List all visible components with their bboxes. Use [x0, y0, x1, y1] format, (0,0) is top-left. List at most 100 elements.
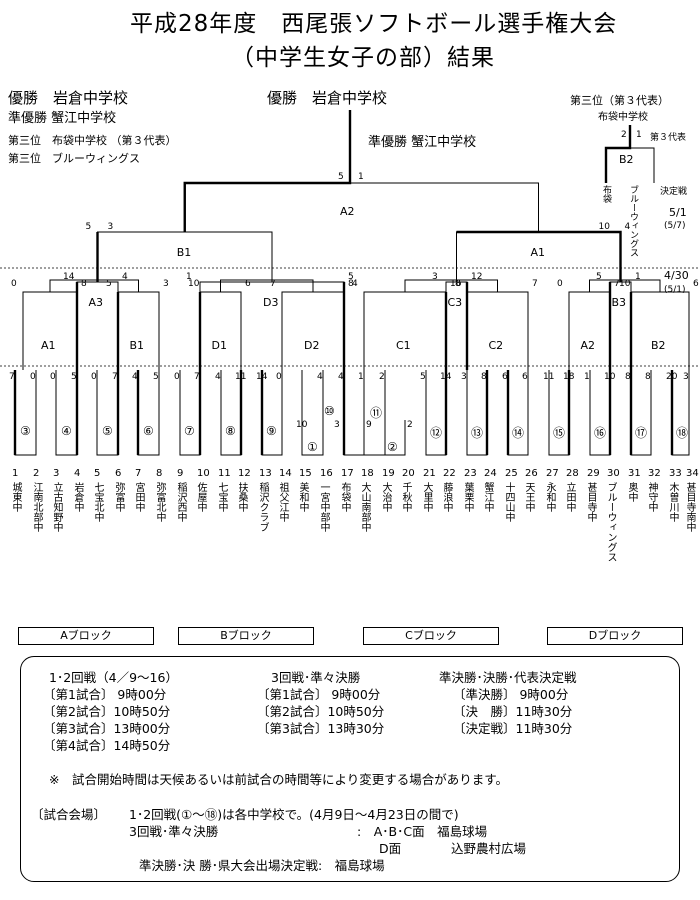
winner-center: 優勝 岩倉中学校 [267, 89, 388, 107]
team-number: 18 [361, 468, 374, 479]
team-number: 17 [341, 468, 354, 479]
r3-label: A2 [580, 339, 596, 352]
team-number: 23 [464, 468, 477, 479]
page-subtitle: （中学生女子の部）結果 [231, 45, 495, 71]
team-name: 弥富中 [113, 482, 124, 512]
r1-score: 11 [235, 372, 247, 382]
match-number: ⑬ [471, 426, 484, 440]
r1-score: 0 [174, 372, 180, 382]
r1-match [384, 420, 406, 456]
sched-col1-row: 〔第1試合〕 9時00分 [43, 687, 167, 702]
team-number: 30 [607, 468, 620, 479]
block-c-label: Cブロック [363, 627, 499, 645]
venue-4: 準決勝･決 勝･県大会出場決定戦: 福島球場 [139, 858, 385, 873]
third-team-b: ブルーウィングス [628, 185, 638, 257]
r1-score: 3 [461, 372, 467, 382]
r1-score: 3 [683, 372, 689, 382]
qf-score-left: 1 [186, 272, 192, 282]
semi-score-right: 4 [624, 222, 631, 232]
r1-score: 2 [379, 372, 385, 382]
match-number: ⑰ [635, 426, 648, 440]
venue-2-value: : A･B･C面 福島球場 [357, 824, 488, 839]
team-name: 稲沢西中 [175, 482, 186, 522]
match-number: ⑯ [594, 426, 607, 440]
final-score-right: 1 [358, 172, 364, 182]
third-place-school: 布袋中学校 [598, 112, 648, 123]
r1-score: 2 [407, 420, 413, 430]
sched-col3-row: 〔決定戦〕11時30分 [453, 721, 573, 736]
date-qf: 4/30 [664, 269, 689, 282]
team-number: 12 [238, 468, 251, 479]
team-name: 美和中 [297, 482, 308, 512]
team-name: 大治中 [380, 482, 391, 512]
team-name: 岩倉中 [72, 482, 83, 512]
team-number: 3 [53, 468, 60, 479]
sched-col2-row: 〔第2試合〕10時50分 [257, 704, 385, 719]
match-number: ⑩ [324, 404, 335, 418]
page-title: 平成28年度 西尾張ソフトボール選手権大会 [130, 11, 618, 37]
third-team-a: 布袋 [601, 185, 611, 203]
r1-score: 5 [153, 372, 159, 382]
semi-score-left: 5 [85, 222, 92, 232]
team-number: 6 [115, 468, 122, 479]
r3-score-left: 0 [11, 279, 17, 289]
r1-score: 7 [112, 372, 118, 382]
qf-label: A3 [88, 296, 104, 309]
semi-winner [456, 230, 622, 282]
r3-score-left: 10 [188, 279, 200, 289]
third-label: 第３代表 [650, 133, 687, 143]
third-place-2: 第三位 ブルーウィングス [8, 152, 140, 165]
sched-col2-row: 〔第1試合〕 9時00分 [257, 687, 381, 702]
date-qf-alt: (5/1) [664, 285, 686, 295]
match-number: ① [307, 440, 318, 454]
team-name: 藤浪中 [441, 482, 452, 512]
r3-score-left: 8 [455, 279, 461, 289]
r3-score-left: 5 [106, 279, 112, 289]
r3-label: D1 [211, 339, 227, 352]
qf-score-right: 5 [348, 272, 354, 282]
r3-score-right: 7 [614, 279, 620, 289]
match-number: ⑱ [676, 426, 689, 440]
r1-score: 14 [440, 372, 452, 382]
third-match-label: B2 [619, 153, 634, 166]
match-number: ⑥ [143, 424, 154, 438]
r3-score-left: 4 [352, 279, 358, 289]
team-number: 22 [443, 468, 456, 479]
match-number: ⑭ [512, 426, 525, 440]
r3-label: C1 [396, 339, 411, 352]
team-name: 城東中 [10, 482, 21, 512]
runner-up-center: 準優勝 蟹江中学校 [368, 135, 477, 150]
team-number: 19 [382, 468, 395, 479]
r1-score: 4 [317, 372, 323, 382]
team-name: 蟹江中 [482, 482, 493, 512]
date-final: 5/1 [669, 206, 687, 219]
r1-score: 5 [71, 372, 77, 382]
r1-score: 18 [563, 372, 575, 382]
match-number: ⑪ [370, 406, 383, 420]
venue-3-sub: D面 [379, 841, 402, 856]
semi-score-left: 10 [598, 222, 610, 232]
team-name: 神守中 [646, 482, 657, 512]
team-name: ブルーウィングス [605, 482, 616, 562]
final-score-left: 5 [338, 172, 344, 182]
sched-col1-title: 1･2回戦（4／9～16） [49, 670, 178, 685]
r1-score: 7 [194, 372, 200, 382]
r1-score: 0 [50, 372, 56, 382]
r3-score-right: 7 [532, 279, 538, 289]
team-name: 弥富北中 [154, 482, 165, 522]
team-number: 7 [135, 468, 142, 479]
team-number: 16 [320, 468, 333, 479]
team-name: 一宮中部中 [318, 482, 329, 532]
qf-label: D3 [263, 296, 279, 309]
team-name: 葉栗中 [462, 482, 473, 512]
venue-1: 1･2回戦(①～⑱)は各中学校で。(4月9日～4月23日の間で) [129, 807, 459, 822]
team-number: 25 [505, 468, 518, 479]
tournament-bracket [0, 110, 700, 456]
qf-match [220, 279, 314, 292]
r1-score: 4 [215, 372, 221, 382]
match-number: ③ [20, 424, 31, 438]
team-name: 甚目寺南中 [684, 482, 695, 532]
team-number: 9 [177, 468, 184, 479]
team-name: 天王中 [523, 482, 534, 512]
runner-up-text: 準優勝 蟹江中学校 [8, 111, 117, 126]
